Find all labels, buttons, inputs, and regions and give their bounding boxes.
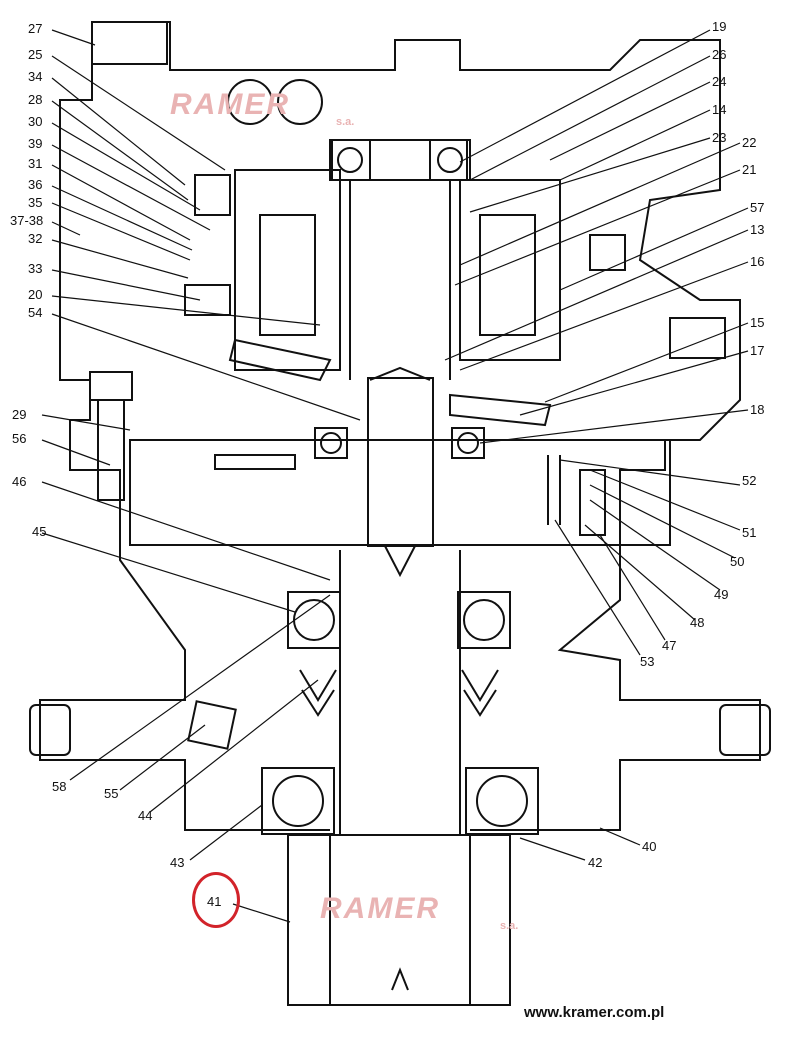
callout-18: 18 [750, 402, 765, 417]
callout-47: 47 [662, 638, 677, 653]
callout-31: 31 [28, 156, 43, 171]
callout-17: 17 [750, 343, 765, 358]
callout-45: 45 [32, 524, 47, 539]
callout-58: 58 [52, 779, 67, 794]
callout-34: 34 [28, 69, 43, 84]
callout-56: 56 [12, 431, 27, 446]
callout-22: 22 [742, 135, 757, 150]
callout-28: 28 [28, 92, 43, 107]
callout-50: 50 [730, 554, 745, 569]
callout-40: 40 [642, 839, 657, 854]
watermark-top-suffix: s.a. [336, 116, 355, 128]
callout-36: 36 [28, 177, 43, 192]
highlight-circle [192, 872, 240, 928]
callout-14: 14 [712, 102, 727, 117]
watermark-bottom: RAMER [320, 892, 440, 925]
callout-46: 46 [12, 474, 27, 489]
callout-57: 57 [750, 200, 765, 215]
callout-19: 19 [712, 19, 727, 34]
callout-32: 32 [28, 231, 43, 246]
callout-16: 16 [750, 254, 765, 269]
callout-48: 48 [690, 615, 705, 630]
callout-20: 20 [28, 287, 43, 302]
callout-27: 27 [28, 21, 43, 36]
callout-35: 35 [28, 195, 43, 210]
callout-29: 29 [12, 407, 27, 422]
callout-43: 43 [170, 855, 185, 870]
callout-37-38: 37-38 [10, 213, 44, 228]
callout-25: 25 [28, 47, 43, 62]
callout-33: 33 [28, 261, 43, 276]
callout-23: 23 [712, 130, 727, 145]
callout-24: 24 [712, 74, 727, 89]
watermark-bottom-suffix: s.a. [500, 920, 519, 932]
callout-39: 39 [28, 136, 43, 151]
callout-49: 49 [714, 587, 729, 602]
callout-13: 13 [750, 222, 765, 237]
callout-21: 21 [742, 162, 757, 177]
callout-15: 15 [750, 315, 765, 330]
callout-51: 51 [742, 525, 757, 540]
callout-55: 55 [104, 786, 119, 801]
callout-44: 44 [138, 808, 153, 823]
callout-53: 53 [640, 654, 655, 669]
website-label: www.kramer.com.pl [524, 1004, 665, 1021]
callout-52: 52 [742, 473, 757, 488]
callout-54: 54 [28, 305, 43, 320]
callout-42: 42 [588, 855, 603, 870]
watermark-top: RAMER [170, 88, 290, 121]
callout-26: 26 [712, 47, 727, 62]
callout-30: 30 [28, 114, 43, 129]
